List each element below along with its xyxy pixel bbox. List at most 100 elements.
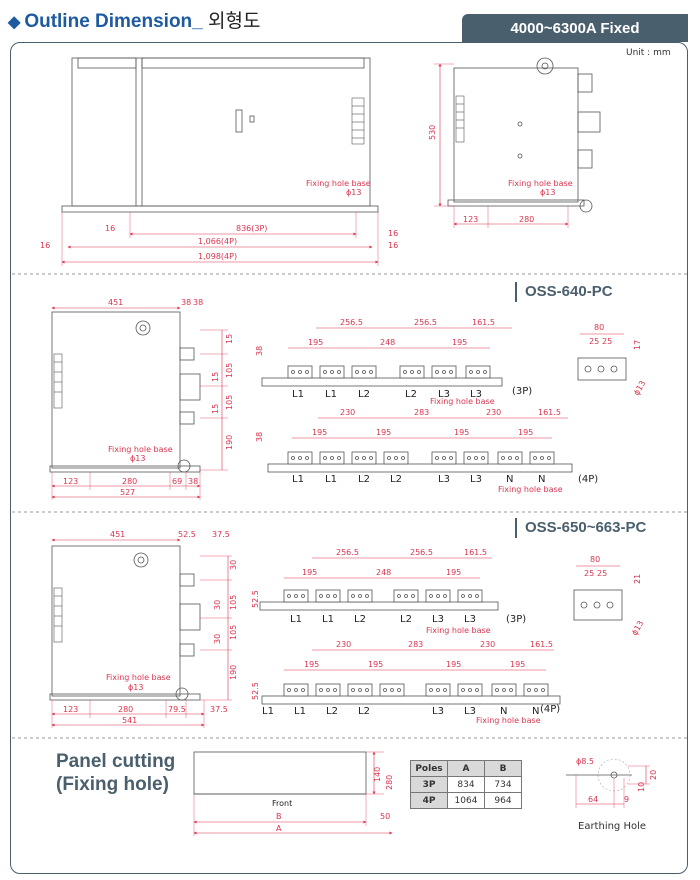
dim-230: 230 [486,408,501,417]
dim-79-5: 79.5 [168,705,186,714]
phase-label: N [532,706,539,717]
dim-161-5: 161.5 [530,640,553,649]
bolt-hole [301,594,305,598]
dim-80: 80 [594,323,604,332]
dim-38: 38 [181,298,191,307]
terminal-block [351,451,377,465]
poles-table: Poles A B 3P 834 734 4P 1064 964 [410,760,522,809]
title-text: Outline Dimension_ [24,11,203,32]
phase-label: L1 [262,706,274,717]
phase-label: N [506,474,513,485]
dim-21: 21 [633,574,642,584]
oss650-terminal-detail [573,589,623,621]
busbar-tag: (4P) [578,474,598,485]
dim-38: 38 [255,432,264,442]
bolt-hole [362,370,366,374]
terminal-block [283,683,309,697]
dim-38: 38 [188,477,198,486]
phase-label: L3 [438,389,450,400]
terminal-block [399,365,425,379]
fixing-hole-dia: ϕ13 [346,188,361,197]
bolt-hole [461,594,465,598]
dim-38: 38 [193,298,203,307]
dim-161-5: 161.5 [538,408,561,417]
dim-1098: 1,098(4P) [198,252,237,261]
terminal-block [287,365,313,379]
bolt-hole [404,594,408,598]
fixing-hole-label: Fixing hole base [108,445,173,454]
terminal-block [465,365,491,379]
dim-280: 280 [122,477,137,486]
bolt-hole [449,456,453,460]
table-cell: 964 [484,792,522,809]
phase-label: L2 [400,614,412,625]
bolt-hole [429,688,433,692]
bolt-hole [541,688,545,692]
dim-25: 25 [597,569,607,578]
dim-a: A [276,824,282,833]
bolt-hole [326,688,330,692]
front-label: Front [272,799,292,808]
oss650-busbar-4p-drawing [261,683,561,705]
bolt-hole [417,370,421,374]
fixing-hole-label: Fixing hole base [106,673,171,682]
dim-195: 195 [446,568,461,577]
table-row: 3P 834 734 [410,776,522,793]
dim-123: 123 [63,705,78,714]
dim-38: 38 [255,346,264,356]
bolt-hole [369,456,373,460]
dim-190: 190 [229,665,238,680]
bolt-hole [443,688,447,692]
dim-25: 25 [602,337,612,346]
bolt-hole [369,370,373,374]
bolt-hole [527,688,531,692]
side-view-drawing [447,57,601,213]
terminal-block [283,589,309,603]
bolt-hole [365,688,369,692]
terminal-block [351,365,377,379]
dim-451: 451 [108,298,123,307]
bolt-hole [397,594,401,598]
dim-195: 195 [452,338,467,347]
dim-52-5: 52.5 [251,682,260,700]
terminal-block [463,451,489,465]
dim-195: 195 [308,338,323,347]
dim-64: 64 [588,795,598,804]
diamond-icon: ◆ [8,14,21,31]
dim-195: 195 [368,660,383,669]
bolt-hole [351,594,355,598]
phase-label: L1 [292,474,304,485]
bolt-hole [509,688,513,692]
bolt-hole [403,370,407,374]
bolt-hole [337,370,341,374]
bolt-hole [305,370,309,374]
bolt-hole [333,594,337,598]
bolt-hole [365,594,369,598]
fixing-hole-label: Fixing hole base [508,179,573,188]
phase-label: L3 [470,389,482,400]
table-row: 4P 1064 964 [410,792,522,809]
terminal-block [497,451,523,465]
terminal-block [457,589,483,603]
panel-cutout-drawing [193,751,367,795]
panel-title-line2: (Fixing hole) [56,774,169,795]
bolt-hole [298,370,302,374]
fixing-hole-dia: ϕ13 [130,454,145,463]
busbar-tag: (3P) [512,386,532,397]
bolt-hole [443,594,447,598]
terminal-block [431,451,457,465]
dim-30: 30 [229,560,238,570]
section-title-oss640: OSS-640-PC [515,282,613,302]
dim-283: 283 [414,408,429,417]
dim-dia-8-5: ϕ8.5 [576,757,594,766]
bolt-hole [442,456,446,460]
dim-30: 30 [213,600,222,610]
terminal-block [393,589,419,603]
dim-30: 30 [213,634,222,644]
oss650-side-drawing [49,545,201,701]
dim-9: 9 [624,795,629,804]
terminal-block [529,451,555,465]
dim-25: 25 [589,337,599,346]
bolt-hole [394,456,398,460]
